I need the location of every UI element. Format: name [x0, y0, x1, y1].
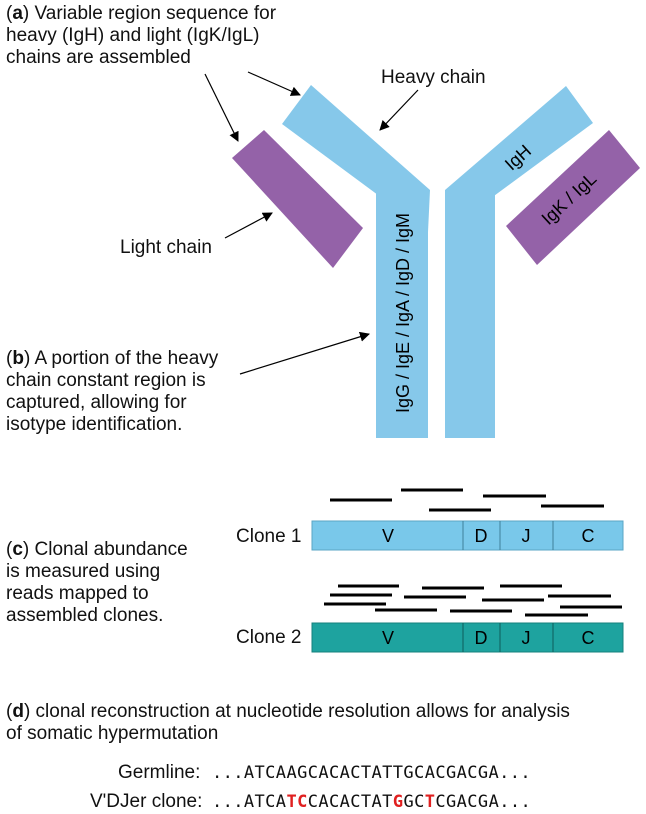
clone-1-bar: V D J C [311, 520, 624, 551]
germline-sequence: ...ATCAAGCACACTATTGCACGACGA... [212, 763, 532, 783]
panel-c-letter: c [12, 539, 23, 560]
panel-b-letter: b [12, 348, 24, 369]
clone-2-segment-c: C [582, 628, 595, 648]
clone-1-segment-d: D [475, 526, 488, 546]
clone-seq-part: GC [403, 792, 425, 812]
arrow-constant-region [239, 331, 370, 375]
panel-a-text: (a) Variable region sequence for heavy (… [6, 3, 277, 68]
clone-2-segment-d: D [475, 628, 488, 648]
light-chain-left [232, 130, 363, 268]
panel-b-line1: ) A portion of the heavy [23, 348, 219, 369]
panel-d-text: (d) clonal reconstruction at nucleotide … [6, 701, 570, 744]
clone-1-segment-j: J [522, 526, 531, 546]
panel-b-line4: isotype identification. [6, 414, 183, 435]
clone-1-reads [330, 488, 604, 512]
panel-c-line1: ) Clonal abundance [22, 539, 188, 560]
panel-d-line1: ) clonal reconstruction at nucleotide re… [23, 701, 570, 722]
clone-seq-part: CACACTAT [307, 792, 393, 812]
panel-b-line2: chain constant region is [6, 370, 206, 391]
clone-2-reads [324, 584, 622, 617]
clone-2-label: Clone 2 [236, 627, 302, 648]
panel-c-line4: assembled clones. [6, 605, 164, 626]
clone-sequence: ...ATCATCCACACTATGGCTCGACGA... [212, 792, 531, 812]
panel-a-line3: chains are assembled [6, 47, 191, 68]
heavy-chain-label: Heavy chain [381, 67, 486, 88]
light-chain-right [506, 130, 640, 265]
arrow-light-chain-label [224, 212, 273, 239]
panel-c-line2: is measured using [6, 561, 161, 582]
clone-2-segment-j: J [522, 628, 531, 648]
clone-1-segment-c: C [582, 526, 595, 546]
mutation-highlight: T [424, 792, 436, 812]
panel-a-line1: ) Variable region sequence for [22, 3, 277, 24]
panel-b-text: (b) A portion of the heavy chain constan… [6, 348, 219, 435]
clone-seq-label: V'DJer clone: [90, 791, 203, 812]
panel-d-letter: d [12, 701, 24, 722]
germline-label: Germline: [118, 762, 201, 783]
heavy-chain-left-stem [376, 190, 428, 438]
panel-a-letter: a [12, 3, 23, 24]
arrow-heavy-chain-label [379, 89, 419, 131]
mutation-highlight: TC [286, 792, 308, 812]
panel-b-line3: captured, allowing for [6, 392, 187, 413]
heavy-chain-right-stem [445, 190, 495, 438]
clone-2-segment-v: V [382, 628, 394, 648]
clone-seq-part: CGACGA... [435, 792, 532, 812]
arrow-to-heavy-arm [247, 71, 301, 96]
panel-a-line2: heavy (IgH) and light (IgK/IgL) [6, 25, 260, 46]
panel-c-text: (c) Clonal abundance is measured using r… [6, 539, 188, 626]
isotypes-label: IgG / IgE / IgA / IgD / IgM [393, 213, 413, 413]
clone-1-segment-v: V [382, 526, 394, 546]
light-chain-label: Light chain [120, 237, 212, 258]
mutation-highlight: G [392, 792, 404, 812]
clone-2-bar: V D J C [311, 622, 624, 653]
clone-1-label: Clone 1 [236, 526, 302, 547]
panel-d-line2: of somatic hypermutation [6, 723, 219, 744]
clone-seq-part: ...ATCA [212, 792, 287, 812]
arrow-to-light-arm [204, 73, 239, 142]
panel-c-line3: reads mapped to [6, 583, 149, 604]
